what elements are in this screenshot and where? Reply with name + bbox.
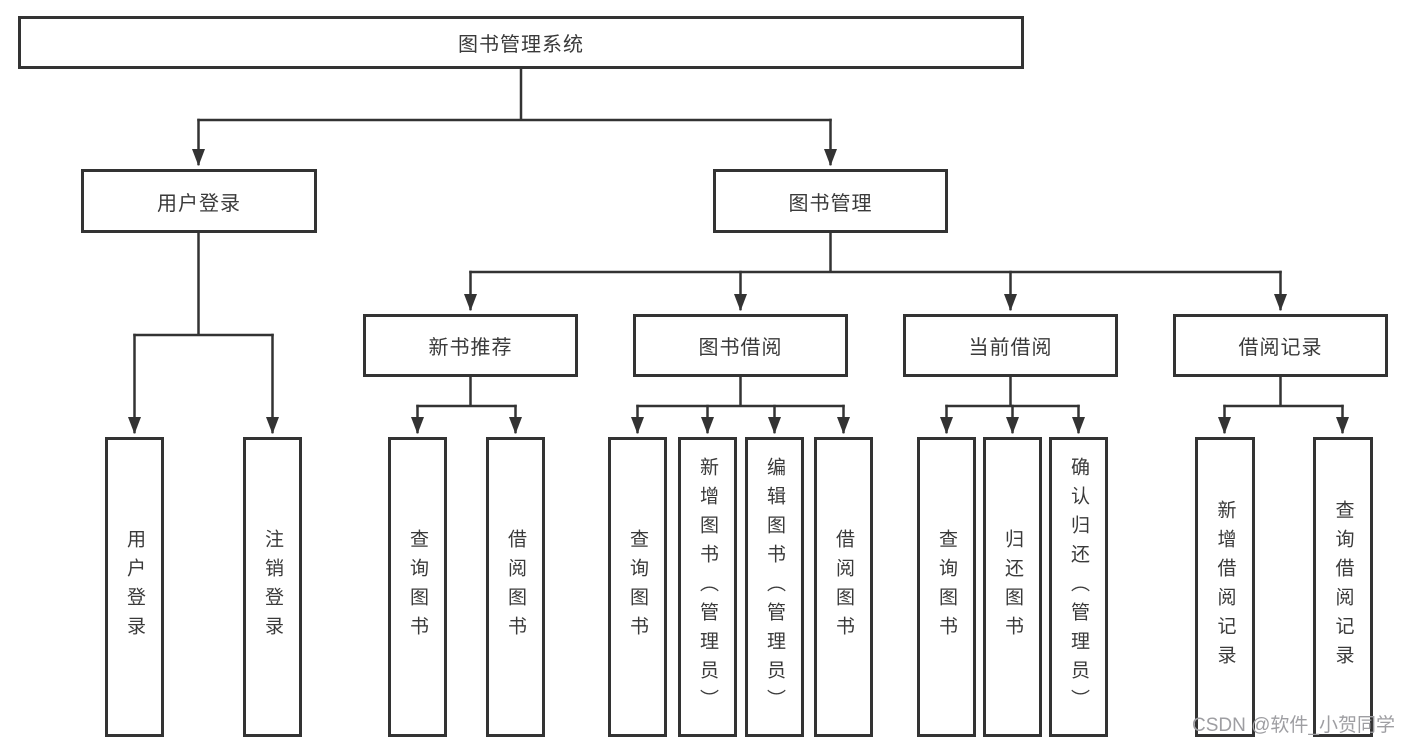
leaf-borrowing-borrow-books: 借阅图书 <box>814 437 873 737</box>
node-book-management-label: 图书管理 <box>788 192 873 215</box>
leaf-recommend-borrow-books-label: 借阅图书 <box>505 529 526 645</box>
leaf-add-borrow-record-label: 新增借阅记录 <box>1214 500 1236 674</box>
node-book-borrowing-label: 图书借阅 <box>698 337 783 359</box>
leaf-logout: 注销登录 <box>243 437 302 737</box>
node-new-book-recommend: 新书推荐 <box>363 314 578 377</box>
node-library-system-label: 图书管理系统 <box>458 34 584 56</box>
node-book-borrowing: 图书借阅 <box>633 314 848 377</box>
leaf-user-login-label: 用户登录 <box>124 529 145 645</box>
leaf-current-query-books: 查询图书 <box>917 437 976 737</box>
leaf-recommend-query-books: 查询图书 <box>388 437 447 737</box>
leaf-confirm-return-admin: 确认归还（管理员） <box>1049 437 1108 737</box>
leaf-return-books-label: 归还图书 <box>1002 529 1023 645</box>
leaf-confirm-return-admin-label: 确认归还（管理员） <box>1068 456 1089 718</box>
leaf-user-login: 用户登录 <box>105 437 164 737</box>
leaf-query-borrow-record: 查询借阅记录 <box>1313 437 1373 737</box>
leaf-return-books: 归还图书 <box>983 437 1042 737</box>
leaf-borrowing-query-books-label: 查询图书 <box>627 529 648 645</box>
leaf-logout-label: 注销登录 <box>262 529 283 645</box>
node-current-borrowing-label: 当前借阅 <box>968 337 1053 359</box>
leaf-borrowing-borrow-books-label: 借阅图书 <box>833 529 854 645</box>
node-user-login-label: 用户登录 <box>157 192 241 215</box>
leaf-add-books-admin: 新增图书（管理员） <box>678 437 737 737</box>
leaf-recommend-borrow-books: 借阅图书 <box>486 437 545 737</box>
node-current-borrowing: 当前借阅 <box>903 314 1118 377</box>
node-borrowing-records-label: 借阅记录 <box>1238 337 1323 359</box>
node-new-book-recommend-label: 新书推荐 <box>428 337 513 359</box>
node-borrowing-records: 借阅记录 <box>1173 314 1388 377</box>
leaf-edit-books-admin-label: 编辑图书（管理员） <box>764 456 785 718</box>
leaf-add-books-admin-label: 新增图书（管理员） <box>697 456 718 718</box>
leaf-add-borrow-record: 新增借阅记录 <box>1195 437 1255 737</box>
node-library-system: 图书管理系统 <box>18 16 1024 69</box>
leaf-current-query-books-label: 查询图书 <box>936 529 957 645</box>
leaf-borrowing-query-books: 查询图书 <box>608 437 667 737</box>
leaf-recommend-query-books-label: 查询图书 <box>407 529 428 645</box>
node-user-login: 用户登录 <box>81 169 317 233</box>
node-book-management: 图书管理 <box>713 169 948 233</box>
leaf-query-borrow-record-label: 查询借阅记录 <box>1332 500 1354 674</box>
csdn-watermark: CSDN @软件_小贺同学 <box>1192 715 1395 736</box>
leaf-edit-books-admin: 编辑图书（管理员） <box>745 437 804 737</box>
